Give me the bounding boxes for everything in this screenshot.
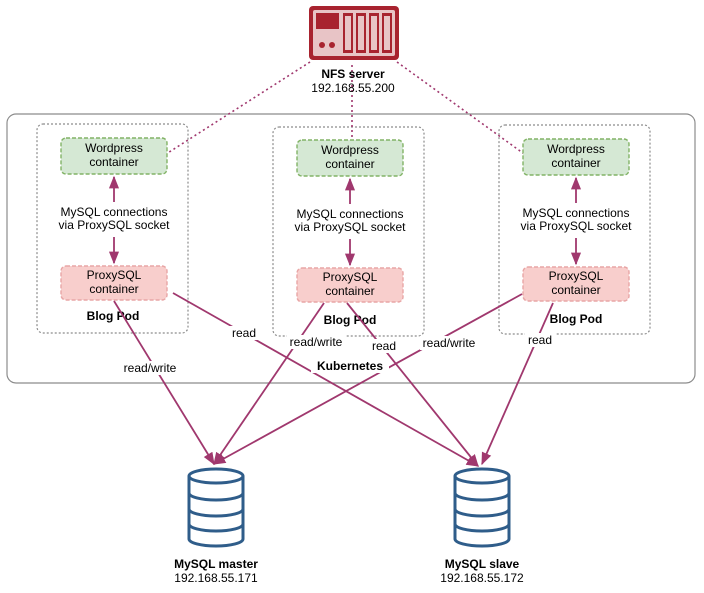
conn-label-2b: via ProxySQL socket	[295, 220, 407, 234]
conn-label-3b: via ProxySQL socket	[521, 219, 633, 233]
mysql-master-name: MySQL master	[174, 557, 258, 571]
mysql-slave-name: MySQL slave	[445, 557, 520, 571]
nfs-links	[162, 61, 528, 157]
edge-label-left-read: read	[232, 326, 256, 340]
db-connection-arrows	[113, 292, 554, 467]
pod-label-1: Blog Pod	[87, 309, 140, 323]
proxysql-label-2: ProxySQL	[323, 270, 378, 284]
proxysql-sublabel-3: container	[551, 283, 600, 297]
edge-label-center-rw: read/write	[290, 335, 343, 349]
wordpress-sublabel-3: container	[551, 156, 600, 170]
conn-label-2a: MySQL connections	[297, 207, 404, 221]
database-slave-icon	[453, 467, 511, 548]
conn-label-1b: via ProxySQL socket	[59, 218, 171, 232]
mysql-slave-ip: 192.168.55.172	[440, 571, 524, 585]
edge-label-right-rw: read/write	[423, 336, 476, 350]
wordpress-container-2	[296, 139, 404, 177]
proxysql-sublabel-1: container	[89, 282, 138, 296]
proxysql-sublabel-2: container	[325, 284, 374, 298]
nfs-server-name: NFS server	[321, 67, 385, 81]
nfs-server-ip: 192.168.55.200	[311, 81, 395, 95]
wordpress-container-1	[60, 137, 168, 175]
edge-label-right-read: read	[528, 333, 552, 347]
wordpress-label-1: Wordpress	[85, 141, 143, 155]
pod-label-3: Blog Pod	[550, 312, 603, 326]
kubernetes-label: Kubernetes	[317, 359, 383, 373]
kubernetes-cluster	[6, 113, 696, 384]
edge-label-left-rw: read/write	[124, 361, 177, 375]
pod-label-2: Blog Pod	[324, 313, 377, 327]
proxysql-container-2	[296, 267, 404, 303]
nfs-server-icon	[309, 6, 399, 60]
proxysql-container-1	[60, 265, 168, 301]
conn-label-3a: MySQL connections	[523, 206, 630, 220]
wordpress-label-3: Wordpress	[547, 142, 605, 156]
wordpress-container-3	[522, 138, 630, 176]
blog-pod-1	[36, 123, 189, 334]
mysql-master-ip: 192.168.55.171	[174, 571, 258, 585]
database-master-icon	[187, 467, 245, 548]
proxysql-label-1: ProxySQL	[87, 268, 142, 282]
conn-label-1a: MySQL connections	[61, 205, 168, 219]
edge-label-center-read: read	[372, 339, 396, 353]
wordpress-sublabel-1: container	[89, 155, 138, 169]
wordpress-label-2: Wordpress	[321, 143, 379, 157]
proxysql-label-3: ProxySQL	[549, 269, 604, 283]
wordpress-sublabel-2: container	[325, 157, 374, 171]
proxysql-container-3	[522, 266, 630, 302]
intra-pod-arrows	[108, 175, 582, 267]
blog-pod-2	[272, 126, 425, 337]
blog-pod-3	[498, 124, 651, 335]
